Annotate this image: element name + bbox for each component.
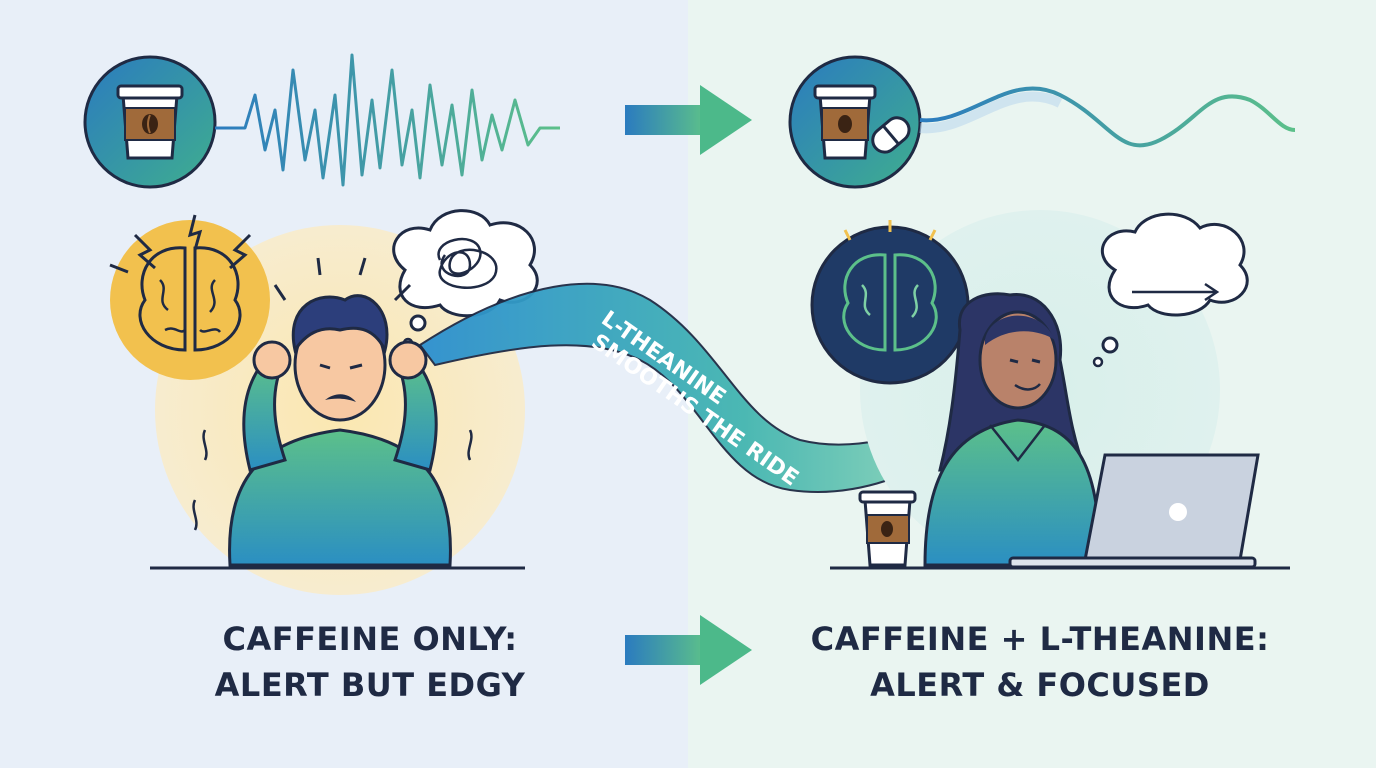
focused-brain-icon [810,220,970,385]
left-caption: CAFFEINE ONLY: ALERT BUT EDGY [60,616,680,708]
arrow-right-icon [625,85,752,155]
laptop-icon [1008,453,1260,569]
thought-bubble-icon [392,209,539,349]
right-caption: CAFFEINE + L-THEANINE: ALERT & FOCUSED [710,616,1370,708]
right-caption-line2: ALERT & FOCUSED [870,666,1210,704]
coffee-pill-icon [788,55,922,189]
right-caption-line1: CAFFEINE + L-THEANINE: [810,620,1270,658]
left-caption-line2: ALERT BUT EDGY [214,666,526,704]
stressed-brain-icon [109,214,270,380]
smooth-energy-wave [919,86,1296,148]
desk-coffee-cup-icon [858,490,917,567]
coffee-cup-icon [83,55,217,189]
arrow-right-icon-bottom [625,615,752,685]
stressed-man-figure [192,257,473,567]
jittery-energy-wave [215,53,560,187]
left-caption-line1: CAFFEINE ONLY: [222,620,518,658]
focused-woman-figure [923,292,1102,567]
focus-thought-bubble-icon [1092,212,1249,368]
